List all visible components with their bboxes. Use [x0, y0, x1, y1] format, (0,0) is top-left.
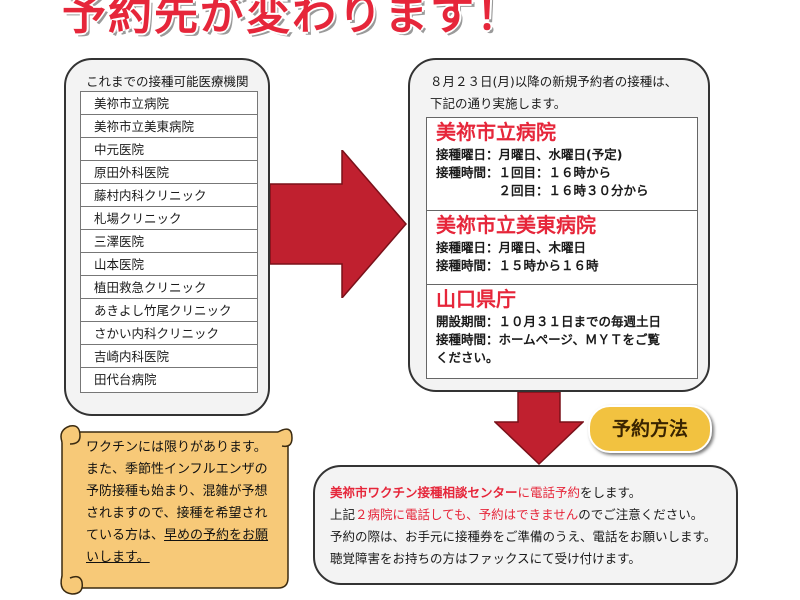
previous-clinics-heading: これまでの接種可能医療機関: [86, 74, 249, 89]
method-line-2-end: のでご注意ください。: [578, 507, 704, 522]
clinic-list-item: 山本医院: [81, 253, 257, 276]
method-line-1: 美祢市ワクチン接種相談センターに電話予約をします。: [330, 482, 716, 504]
schedule-line: 接種時間：１５時から１６時: [436, 258, 599, 273]
section-title: 美祢市立美東病院: [436, 213, 596, 237]
method-line-4: 聴覚障害をお持ちの方はファックスにて受け付けます。: [330, 551, 641, 566]
consultation-center-name: 美祢市ワクチン接種相談センター: [330, 485, 518, 500]
arrow-down-icon: [494, 392, 584, 466]
clinic-list-item: 吉崎内科医院: [81, 345, 257, 368]
clinic-list-item: 田代台病院: [94, 372, 157, 387]
schedule-box: 美祢市立病院 接種曜日：月曜日、水曜日(予定) 接種時間：１回目：１６時から ２…: [426, 117, 698, 379]
clinic-list-item: 藤村内科クリニック: [81, 184, 257, 207]
method-line-2: 上記２病院に電話しても、予約はできませんのでご注意ください。: [330, 504, 716, 526]
supply-notice: ワクチンには限りがあります。 また、季節性インフルエンザの 予防接種も始まり、混…: [86, 437, 276, 569]
clinic-list-item: あきよし竹尾クリニック: [81, 299, 257, 322]
reservation-method-badge: 予約方法: [588, 405, 712, 453]
page-title: 予約先が変わります！: [62, 0, 522, 40]
notice-line-1: ワクチンには限りがあります。: [86, 440, 267, 455]
schedule-line: 接種時間：ホームページ、ＭＹＴをご覧: [436, 332, 661, 347]
intro-line-2: 下記の通り実施します。: [430, 96, 567, 111]
clinic-list-item: さかい内科クリニック: [81, 322, 257, 345]
reservation-method-panel: [313, 465, 738, 585]
clinic-list-item: 三澤医院: [81, 230, 257, 253]
schedule-line: 接種曜日：月曜日、木曜日: [436, 240, 587, 255]
method-line-2-start: 上記: [330, 507, 356, 522]
schedule-line: 開設期間：１０月３１日までの毎週土日: [436, 314, 662, 329]
schedule-line: ２回目：１６時３０分から: [436, 183, 649, 198]
method-line-3: 予約の際は、お手元に接種券をご準備のうえ、電話をお願いします。: [330, 529, 717, 544]
notice-line-5-start: ている方は、: [86, 528, 165, 543]
clinic-list: 美祢市立病院美祢市立美東病院中元医院原田外科医院藤村内科クリニック札場クリニック…: [80, 91, 258, 393]
section-mine-city-hospital: 美祢市立病院 接種曜日：月曜日、水曜日(予定) 接種時間：１回目：１６時から ２…: [427, 118, 697, 210]
schedule-line: ください。: [436, 350, 499, 365]
section-title: 山口県庁: [436, 287, 516, 311]
new-schedule-intro: ８月２３日(月)以降の新規予約者の接種は、 下記の通り実施します。: [430, 71, 677, 115]
intro-line-1: ８月２３日(月)以降の新規予約者の接種は、: [430, 74, 678, 89]
scroll-banner: [60, 424, 293, 595]
schedule-line: 接種曜日：月曜日、水曜日(予定): [436, 147, 623, 162]
phone-reservation-text: に電話予約: [517, 485, 581, 500]
notice-line-6: いします。: [86, 547, 276, 569]
early-reservation-text: 早めの予約をお願: [164, 528, 269, 543]
clinic-list-item: 植田救急クリニック: [81, 276, 257, 299]
arrow-right-icon: [270, 150, 407, 298]
clinic-list-item: 札場クリニック: [81, 207, 257, 230]
section-yamaguchi-prefecture: 山口県庁 開設期間：１０月３１日までの毎週土日 接種時間：ホームページ、ＭＹＴを…: [427, 284, 697, 378]
section-title: 美祢市立病院: [436, 120, 556, 144]
section-mito-hospital: 美祢市立美東病院 接種曜日：月曜日、木曜日 接種時間：１５時から１６時: [427, 210, 697, 284]
clinic-list-item: 原田外科医院: [81, 161, 257, 184]
schedule-line: 接種時間：１回目：１６時から: [436, 165, 612, 180]
clinic-list-item: 中元医院: [81, 138, 257, 161]
warning-text: ２病院に電話しても、予約はできません: [355, 507, 579, 522]
early-reservation-text-end: いします。: [86, 550, 150, 565]
method-line-1-end: をします。: [580, 485, 642, 500]
notice-line-4: されますので、接種を希望され: [86, 506, 268, 521]
clinic-list-item: 美祢市立病院: [81, 92, 257, 115]
notice-line-3: 予防接種も始まり、混雑が予想: [86, 484, 268, 499]
notice-line-2: また、季節性インフルエンザの: [86, 462, 268, 477]
notice-line-5: ている方は、早めの予約をお願: [86, 525, 276, 547]
reservation-method-text: 美祢市ワクチン接種相談センターに電話予約をします。 上記２病院に電話しても、予約…: [330, 482, 716, 570]
clinic-list-item: 美祢市立美東病院: [81, 115, 257, 138]
